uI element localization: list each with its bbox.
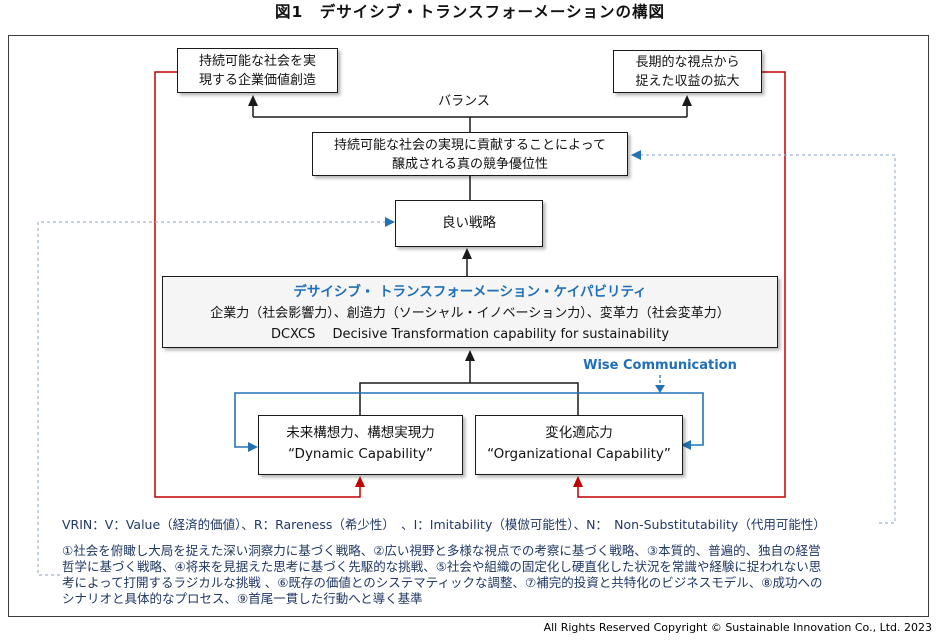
numbered-note-line1: ①社会を俯瞰し大局を捉えた深い洞察力に基づく戦略、②広い視野と多様な視点での考察…	[62, 543, 821, 558]
competitive-advantage-line1: 持続可能な社会の実現に貢献することによって	[334, 138, 606, 153]
numbered-notes: ①社会を俯瞰し大局を捉えた深い洞察力に基づく戦略、②広い視野と多様な視点での考察…	[62, 543, 894, 607]
corporate-value-line2: 現する企業価値創造	[198, 73, 316, 88]
dynamic-capability-line2: “Dynamic Capability”	[287, 446, 434, 462]
profit-expansion-line1: 長期的な視点から	[635, 55, 740, 70]
capability-title: デサイシブ・ トランスフォーメーション・ケイパビリティ	[293, 284, 647, 300]
numbered-note-line3: 考によって打開するラジカルな挑戦 、⑥既存の価値とのシステマティックな調整、⑦補…	[62, 575, 823, 590]
numbered-note-line2: 哲学に基づく戦略、④将来を見据えた思考に基づく先駆的な挑戦、⑤社会や組織の固定化…	[62, 559, 822, 574]
vrin-note: VRIN：V：Value（経済的価値）、R：Rareness（希少性） 、I：I…	[62, 517, 826, 532]
figure-title: 図1 デサイシブ・トランスフォーメーションの構図	[274, 3, 666, 21]
competitive-advantage-line2: 醸成される真の競争優位性	[391, 157, 548, 172]
box-organizational-capability: 変化適応力 “Organizational Capability”	[475, 415, 683, 475]
copyright-text: All Rights Reserved Copyright © Sustaina…	[543, 621, 932, 634]
capability-line2: 企業力（社会影響力）、創造力（ソーシャル・イノベーション力）、変革力（社会変革力…	[210, 306, 730, 321]
numbered-note-line4: シナリオと具体的なプロセス、⑨首尾一貫した行動へと導く基準	[62, 591, 423, 606]
balance-label: バランス	[438, 94, 490, 109]
corporate-value-line1: 持続可能な社会を実	[198, 54, 316, 69]
wise-communication-label: Wise Communication	[583, 358, 737, 373]
box-corporate-value: 持続可能な社会を実 現する企業価値創造	[177, 48, 338, 93]
box-capability: デサイシブ・ トランスフォーメーション・ケイパビリティ 企業力（社会影響力）、創…	[162, 276, 778, 348]
box-dynamic-capability: 未来構想力、構想実現力 “Dynamic Capability”	[258, 415, 463, 475]
organizational-capability-line1: 変化適応力	[545, 425, 613, 441]
box-profit-expansion: 長期的な視点から 捉えた収益の拡大	[613, 50, 762, 93]
box-good-strategy: 良い戦略	[395, 200, 543, 247]
profit-expansion-line2: 捉えた収益の拡大	[635, 74, 740, 89]
capability-line3: DCXCS Decisive Transformation capability…	[270, 327, 670, 342]
organizational-capability-line2: “Organizational Capability”	[487, 446, 671, 462]
box-competitive-advantage: 持続可能な社会の実現に貢献することによって 醸成される真の競争優位性	[312, 132, 628, 176]
dynamic-capability-line1: 未来構想力、構想実現力	[286, 425, 435, 441]
